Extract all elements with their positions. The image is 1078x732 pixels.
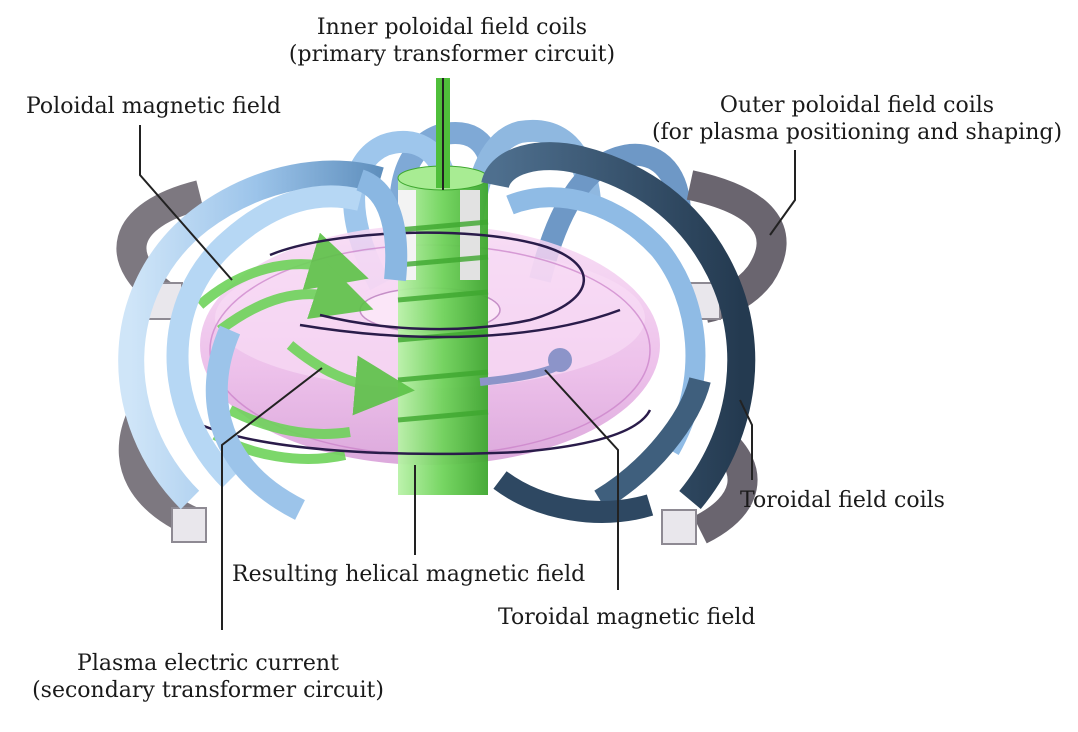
label-line: Poloidal magnetic field — [26, 94, 281, 119]
label-poloidal-magnetic-field: Poloidal magnetic field — [26, 93, 281, 120]
label-line: Plasma electric current — [77, 651, 339, 676]
label-line: Outer poloidal field coils — [719, 93, 995, 118]
label-helical-magnetic-field: Resulting helical magnetic field — [232, 561, 585, 588]
label-line: (primary transformer circuit) — [288, 42, 616, 67]
label-line: Inner poloidal field coils — [316, 15, 588, 40]
label-line: (secondary transformer circuit) — [32, 678, 384, 703]
leader-lines — [139, 78, 796, 630]
poloidal-field-arrows — [196, 232, 415, 464]
label-line: Resulting helical magnetic field — [232, 562, 586, 587]
label-toroidal-magnetic-field: Toroidal magnetic field — [498, 604, 756, 631]
label-plasma-electric-current: Plasma electric current (secondary trans… — [32, 650, 384, 704]
label-inner-poloidal-coils: Inner poloidal field coils (primary tran… — [289, 14, 615, 68]
label-line: Toroidal magnetic field — [498, 605, 756, 630]
label-toroidal-field-coils: Toroidal field coils — [740, 487, 945, 514]
label-line: Toroidal field coils — [740, 488, 945, 513]
label-line: (for plasma positioning and shaping) — [651, 120, 1063, 145]
label-outer-poloidal-coils: Outer poloidal field coils (for plasma p… — [652, 92, 1062, 146]
helical-field-lines — [189, 231, 652, 456]
front-toroidal-coils — [118, 142, 756, 523]
